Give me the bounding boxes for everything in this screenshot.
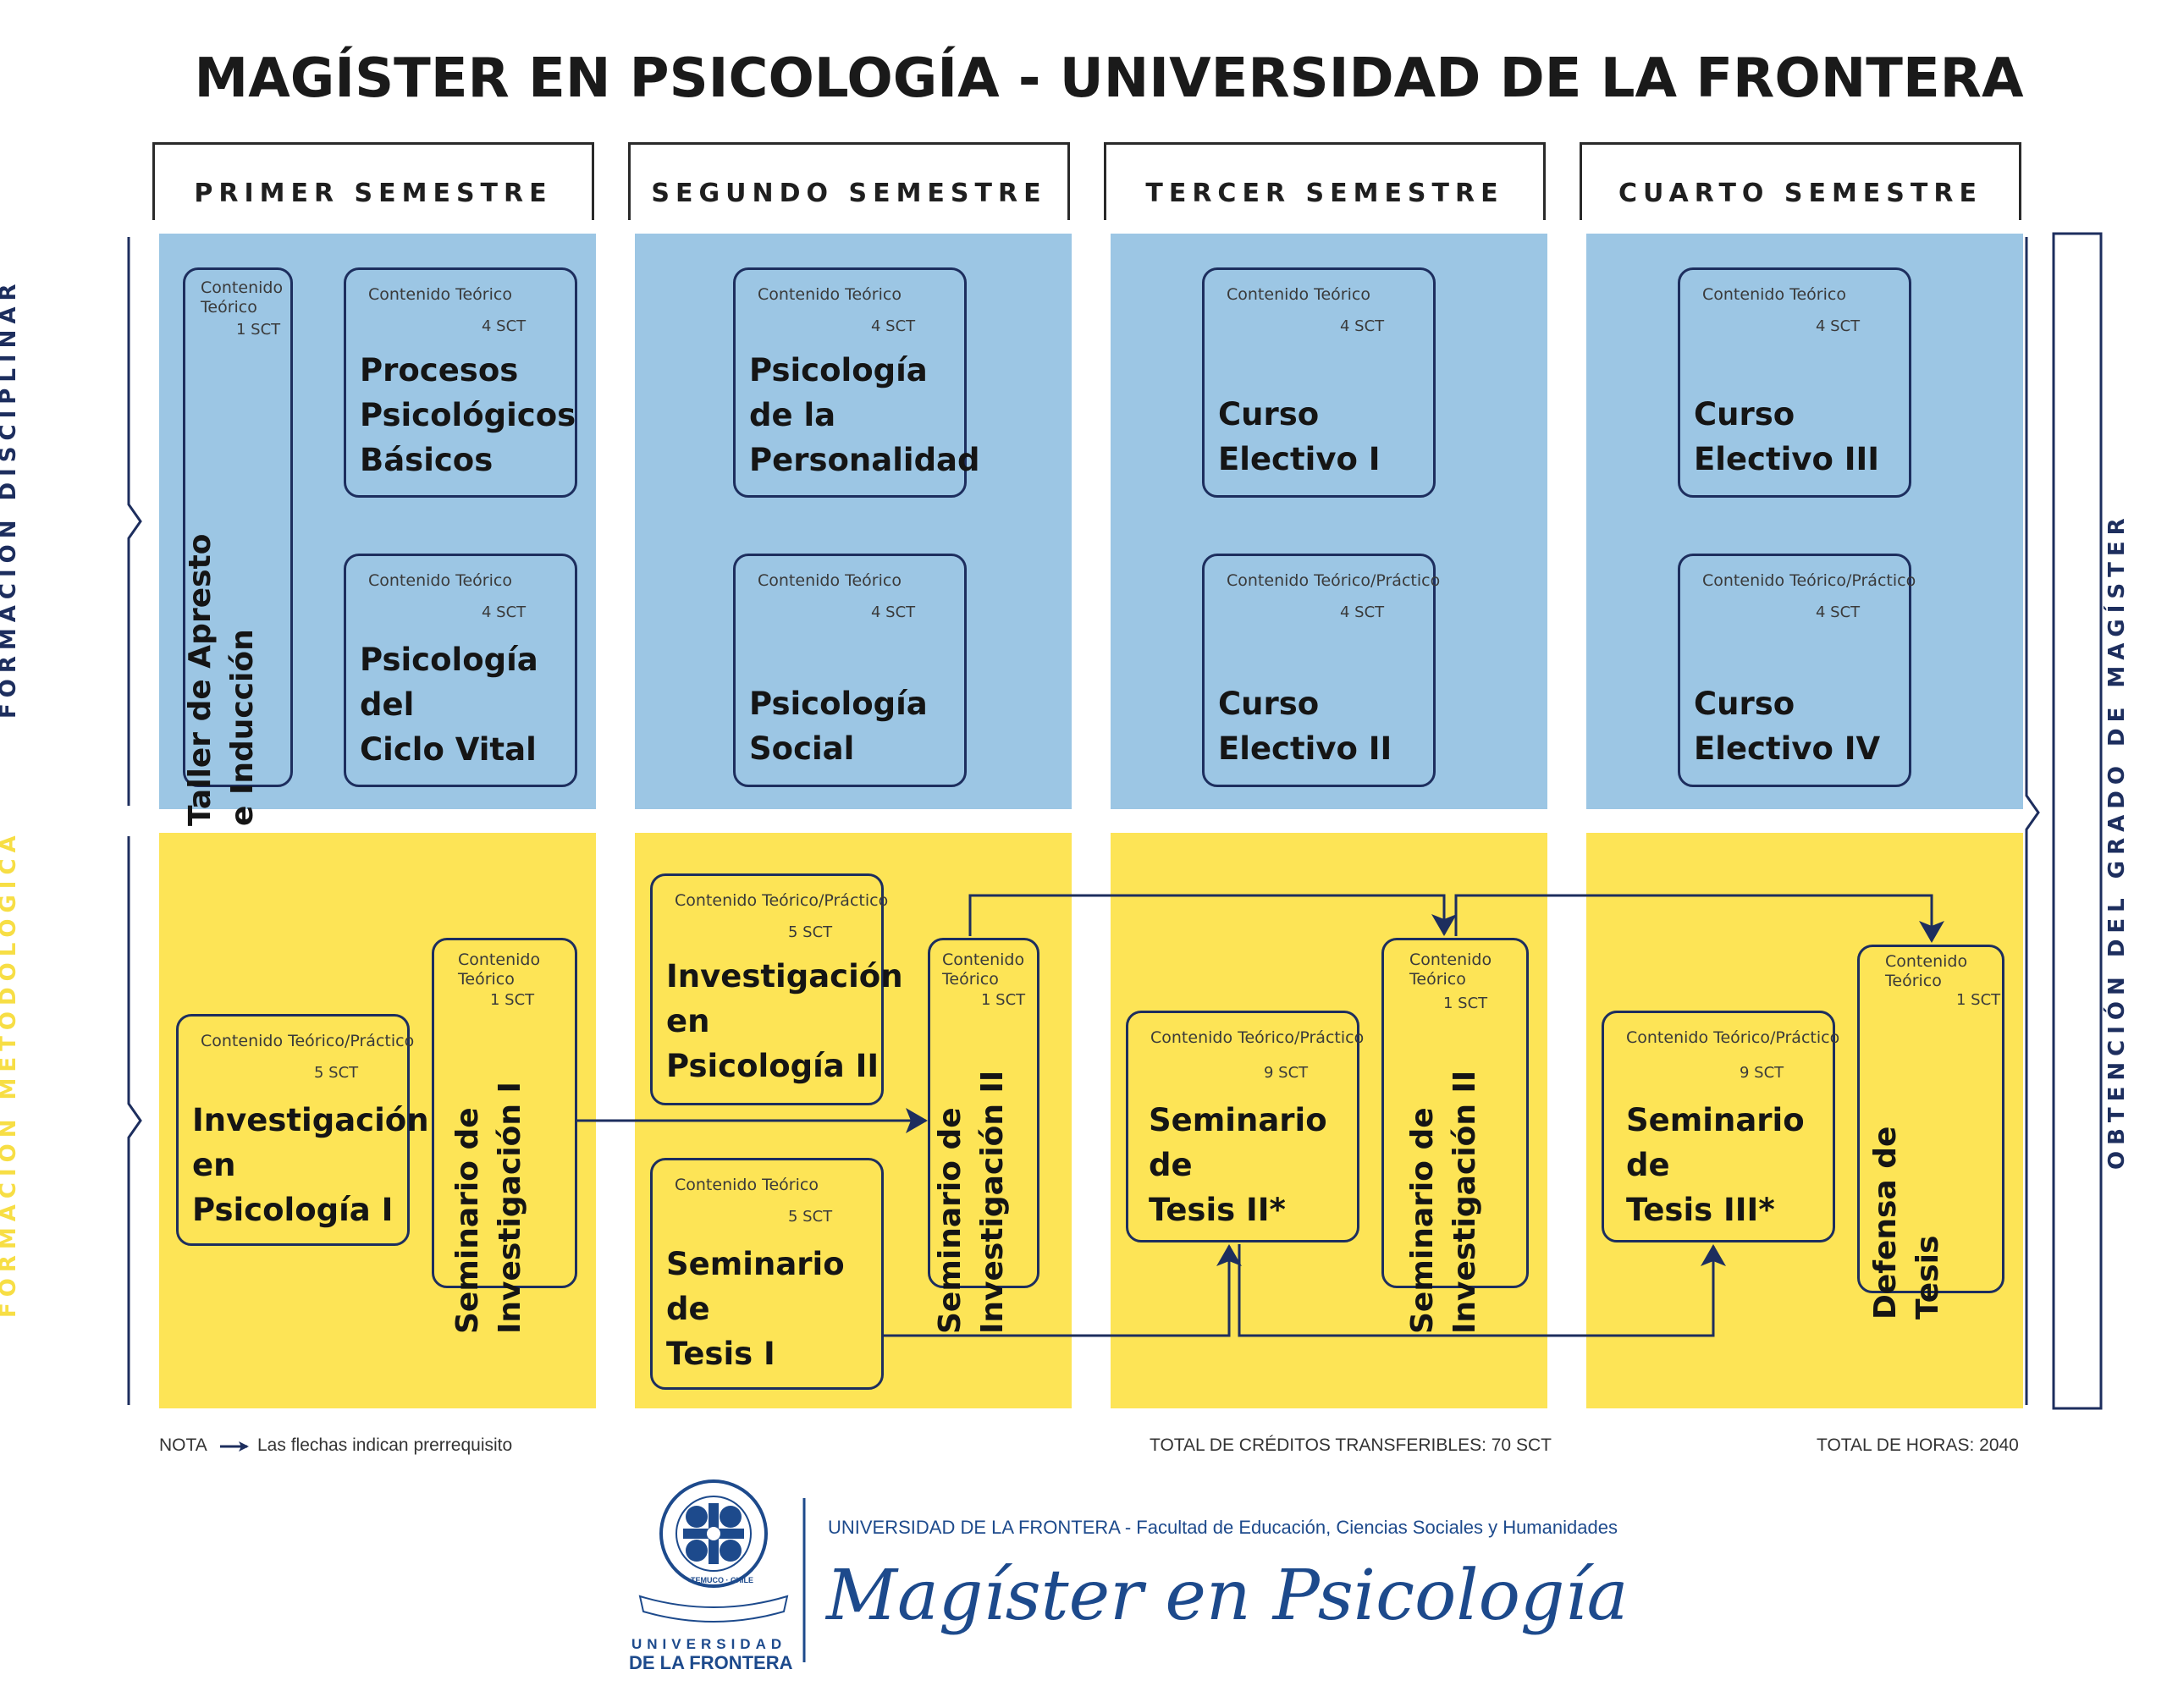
course-credits: 5 SCT — [314, 1064, 359, 1082]
course-taller-apresto: Contenido Teórico 1 SCT Taller de Aprest… — [183, 267, 293, 826]
course-type: Contenido Teórico — [458, 950, 541, 989]
course-name: Curso Electivo III — [1694, 396, 1880, 477]
course-type: Contenido Teórico/Práctico — [1626, 1028, 1840, 1047]
course-name: Psicología de la Personalidad — [749, 352, 980, 478]
course-type: Contenido Teórico — [1885, 952, 1968, 990]
course-investigacion-psicologia-2: Contenido Teórico/Práctico 5 SCT Investi… — [650, 873, 903, 1105]
course-electivo-1: Contenido Teórico 4 SCT Curso Electivo I — [1202, 267, 1436, 498]
course-credits: 4 SCT — [1816, 603, 1861, 621]
course-name: Investigación en Psicología I — [192, 1102, 429, 1228]
course-credits: 1 SCT — [1443, 994, 1488, 1012]
total-horas: TOTAL DE HORAS: 2040 — [1817, 1435, 2019, 1455]
semester-header-2: SEGUNDO SEMESTRE — [628, 142, 1070, 220]
course-name: Seminario de Tesis I — [666, 1246, 845, 1372]
logo-university-line2: DE LA FRONTERA — [629, 1652, 793, 1673]
course-credits: 1 SCT — [981, 991, 1026, 1009]
grado-frame — [2052, 232, 2103, 1410]
arrow-tesis2-to-tesis3 — [1238, 1244, 1726, 1337]
course-seminario-tesis-2: Contenido Teórico/Práctico 9 SCT Seminar… — [1126, 1011, 1364, 1242]
course-type: Contenido Teórico — [1409, 950, 1492, 989]
course-seminario-tesis-1: Contenido Teórico 5 SCT Seminario de Tes… — [650, 1158, 884, 1390]
course-credits: 4 SCT — [1340, 317, 1385, 335]
footer-university-line: UNIVERSIDAD DE LA FRONTERA - Facultad de… — [828, 1517, 1618, 1538]
course-seminario-investigacion-2b: Contenido Teórico 1 SCT Seminario de Inv… — [1381, 938, 1529, 1334]
panel-disciplinar-sem3 — [1111, 234, 1547, 809]
seal-ribbon — [638, 1595, 789, 1623]
course-name: Psicología Social — [749, 686, 928, 767]
course-seminario-tesis-3: Contenido Teórico/Práctico 9 SCT Seminar… — [1602, 1011, 1839, 1242]
course-psicologia-social: Contenido Teórico 4 SCT Psicología Socia… — [733, 554, 967, 787]
course-credits: 9 SCT — [1264, 1064, 1309, 1082]
bracket-grado — [2025, 237, 2040, 1405]
seal-text: TEMUCO · CHILE — [691, 1576, 753, 1584]
course-credits: 5 SCT — [788, 923, 833, 941]
course-type: Contenido Teórico/Práctico — [201, 1032, 415, 1050]
course-type: Contenido Teórico — [758, 571, 902, 590]
course-electivo-3: Contenido Teórico 4 SCT Curso Electivo I… — [1678, 267, 1911, 498]
course-type: Contenido Teórico/Práctico — [1702, 571, 1916, 590]
course-credits: 1 SCT — [490, 991, 535, 1009]
course-name: Investigación en Psicología II — [666, 958, 903, 1084]
course-name: Seminario de Tesis III* — [1626, 1102, 1805, 1228]
course-credits: 4 SCT — [871, 603, 916, 621]
logo-university-line1: UNIVERSIDAD — [631, 1636, 787, 1652]
arrow-seminv2a-to-seminv2b — [968, 894, 1457, 936]
course-type: Contenido Teórico — [942, 950, 1025, 989]
course-credits: 1 SCT — [1956, 991, 2001, 1009]
course-seminario-investigacion-2a: Contenido Teórico 1 SCT Seminario de Inv… — [928, 938, 1039, 1334]
course-personalidad: Contenido Teórico 4 SCT Psicología de la… — [733, 267, 980, 498]
course-type: Contenido Teórico — [1702, 285, 1846, 304]
university-seal-icon — [659, 1479, 768, 1588]
course-name: Curso Electivo I — [1218, 396, 1381, 477]
panel-disciplinar-sem2 — [635, 234, 1072, 809]
course-credits: 1 SCT — [236, 321, 281, 339]
course-credits: 4 SCT — [482, 317, 527, 335]
course-investigacion-psicologia-1: Contenido Teórico/Práctico 5 SCT Investi… — [176, 1014, 429, 1246]
course-ciclo-vital: Contenido Teórico 4 SCT Psicología del C… — [344, 554, 577, 787]
course-type: Contenido Teórico/Práctico — [675, 891, 889, 910]
panel-metodologica-sem1 — [159, 833, 596, 1408]
course-name: Procesos Psicológicos Básicos — [360, 352, 576, 478]
total-creditos: TOTAL DE CRÉDITOS TRANSFERIBLES: 70 SCT — [1150, 1435, 1552, 1455]
course-credits: 4 SCT — [1340, 603, 1385, 621]
course-type: Contenido Teórico — [675, 1176, 819, 1194]
course-credits: 4 SCT — [871, 317, 916, 335]
arrow-seminv2b-to-defensa — [1454, 894, 1944, 943]
course-defensa-tesis: Contenido Teórico 1 SCT Defensa de Tesis — [1857, 945, 2004, 1320]
note-label: NOTA — [159, 1435, 207, 1455]
panel-disciplinar-sem4 — [1586, 234, 2023, 809]
course-name: Seminario de Tesis II* — [1149, 1102, 1327, 1228]
course-name: Psicología del Ciclo Vital — [360, 642, 538, 768]
arrow-tesis1-to-tesis2 — [884, 1244, 1242, 1337]
course-type: Contenido Teórico — [1227, 285, 1370, 304]
panel-metodologica-sem4 — [1586, 833, 2023, 1408]
note-arrows-text: Las flechas indican prerrequisito — [257, 1435, 513, 1455]
course-type: Contenido Teórico — [368, 285, 512, 304]
semester-header-3: TERCER SEMESTRE — [1104, 142, 1546, 220]
course-credits: 5 SCT — [788, 1208, 833, 1226]
semester-header-1: PRIMER SEMESTRE — [152, 142, 594, 220]
course-credits: 4 SCT — [482, 603, 527, 621]
course-electivo-2: Contenido Teórico/Práctico 4 SCT Curso E… — [1202, 554, 1440, 787]
course-credits: 9 SCT — [1740, 1064, 1784, 1082]
course-credits: 4 SCT — [1816, 317, 1861, 335]
bracket-disciplinar — [127, 237, 142, 806]
course-name: Curso Electivo IV — [1694, 686, 1881, 767]
course-name: Curso Electivo II — [1218, 686, 1392, 767]
course-type: Contenido Teórico — [368, 571, 512, 590]
course-procesos-psicologicos: Contenido Teórico 4 SCT Procesos Psicoló… — [344, 267, 577, 498]
course-seminario-investigacion-1: Contenido Teórico 1 SCT Seminario de Inv… — [432, 938, 577, 1334]
course-type: Contenido Teórico/Práctico — [1227, 571, 1441, 590]
course-type: Contenido Teórico — [758, 285, 902, 304]
bracket-metodologica — [127, 836, 142, 1405]
course-type: Contenido Teórico — [201, 278, 284, 317]
semester-header-4: CUARTO SEMESTRE — [1580, 142, 2021, 220]
panel-disciplinar-sem1 — [159, 234, 596, 809]
panel-metodologica-sem3 — [1111, 833, 1547, 1408]
footer-program-name: Magíster en Psicología — [826, 1556, 1629, 1636]
course-type: Contenido Teórico/Práctico — [1150, 1028, 1365, 1047]
course-electivo-4: Contenido Teórico/Práctico 4 SCT Curso E… — [1678, 554, 1916, 787]
page-title: MAGÍSTER EN PSICOLOGÍA - UNIVERSIDAD DE … — [194, 47, 2024, 110]
